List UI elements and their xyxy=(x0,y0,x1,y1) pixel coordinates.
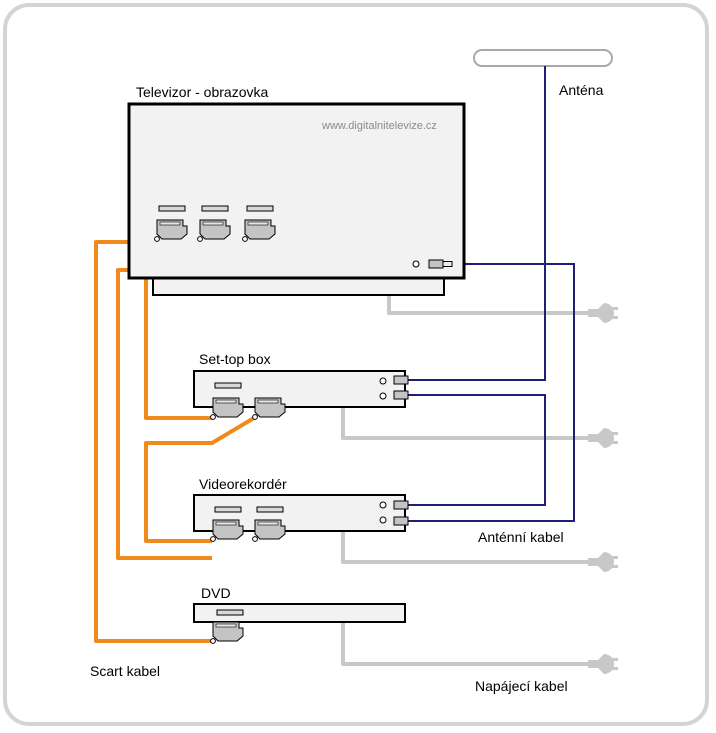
antenna-icon xyxy=(473,49,613,67)
vcr-scart-plug-2 xyxy=(252,519,286,542)
scart-settop-vcr xyxy=(144,416,256,543)
dvd-scart-plug xyxy=(210,621,244,644)
scart-tv-dvd xyxy=(94,240,212,643)
antenna-label: Anténa xyxy=(559,82,604,98)
dvd-scart-slot xyxy=(216,609,244,616)
tv-scart-plug-3 xyxy=(242,219,276,242)
plug-icon-tv xyxy=(588,303,618,323)
tv-body xyxy=(127,102,466,280)
plug-icon-settop xyxy=(588,428,618,448)
dvd-power-cable xyxy=(341,620,592,666)
plug-icon-dvd xyxy=(588,654,618,674)
tv-indicator-led xyxy=(412,260,420,268)
vcr-antenna-out xyxy=(393,516,409,526)
settop-box xyxy=(193,370,409,420)
tv-scart-slot-3 xyxy=(246,205,274,212)
dvd-body xyxy=(193,603,406,623)
vcr-led-1 xyxy=(379,501,387,509)
settop-label: Set-top box xyxy=(199,351,271,367)
vcr-scart-plug-1 xyxy=(210,519,244,542)
vcr-to-tv xyxy=(408,263,575,522)
tv-scart-slot-2 xyxy=(201,205,229,212)
settop-antenna-in xyxy=(393,375,409,385)
dvd-label: DVD xyxy=(201,585,231,601)
vcr-label: Videorekordér xyxy=(199,476,287,492)
tv-antenna-port xyxy=(428,259,453,269)
power-plugs xyxy=(588,303,618,674)
tv-label: Televizor - obrazovka xyxy=(136,84,269,100)
antenna-cables xyxy=(408,66,575,522)
videorecorder xyxy=(193,494,409,542)
antenna-cable-label: Anténní kabel xyxy=(478,529,564,545)
vcr-scart-slot-1 xyxy=(214,506,242,513)
power-cable-label: Napájecí kabel xyxy=(475,678,568,694)
watermark-text: www.digitalnitelevize.cz xyxy=(322,120,437,132)
settop-scart-plug-2 xyxy=(252,397,286,420)
settop-led-1 xyxy=(379,377,387,385)
scart-cable-label: Scart kabel xyxy=(90,663,161,679)
tv-stand xyxy=(152,276,445,296)
tv-scart-slot-1 xyxy=(158,205,186,212)
plug-icon-vcr xyxy=(588,552,618,572)
tv-scart-plug-1 xyxy=(154,219,188,242)
vcr-antenna-in xyxy=(393,500,409,510)
television xyxy=(127,102,466,296)
dvd-player xyxy=(193,603,406,644)
tv-scart-plug-2 xyxy=(197,219,231,242)
vcr-scart-slot-2 xyxy=(256,506,284,513)
scart-cables xyxy=(94,240,256,643)
antenna-to-settop xyxy=(408,66,546,381)
settop-antenna-out xyxy=(393,390,409,400)
settop-scart-slot-1 xyxy=(214,382,242,389)
settop-led-2 xyxy=(379,392,387,400)
settop-scart-plug-1 xyxy=(210,397,244,420)
vcr-led-2 xyxy=(379,516,387,524)
settop-to-vcr xyxy=(408,394,546,506)
